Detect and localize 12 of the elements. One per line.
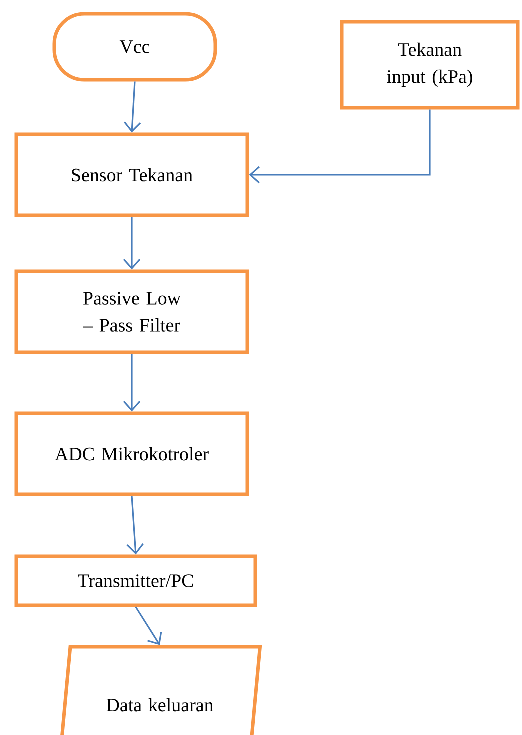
arrow: [126, 496, 144, 555]
terminal-box: Vcc: [52, 12, 218, 82]
process-box: Passive Low – Pass Filter: [14, 270, 250, 354]
process-box: Transmitter/PC: [14, 554, 258, 608]
arrow: [249, 110, 431, 184]
arrow: [124, 82, 142, 133]
arrow: [135, 606, 162, 646]
process-box: ADC Mikrokotroler: [14, 412, 250, 496]
process-box: Tekanan input (kPa): [340, 20, 520, 110]
arrow: [123, 354, 141, 412]
arrow: [123, 217, 141, 270]
process-box: Sensor Tekanan: [14, 132, 250, 218]
